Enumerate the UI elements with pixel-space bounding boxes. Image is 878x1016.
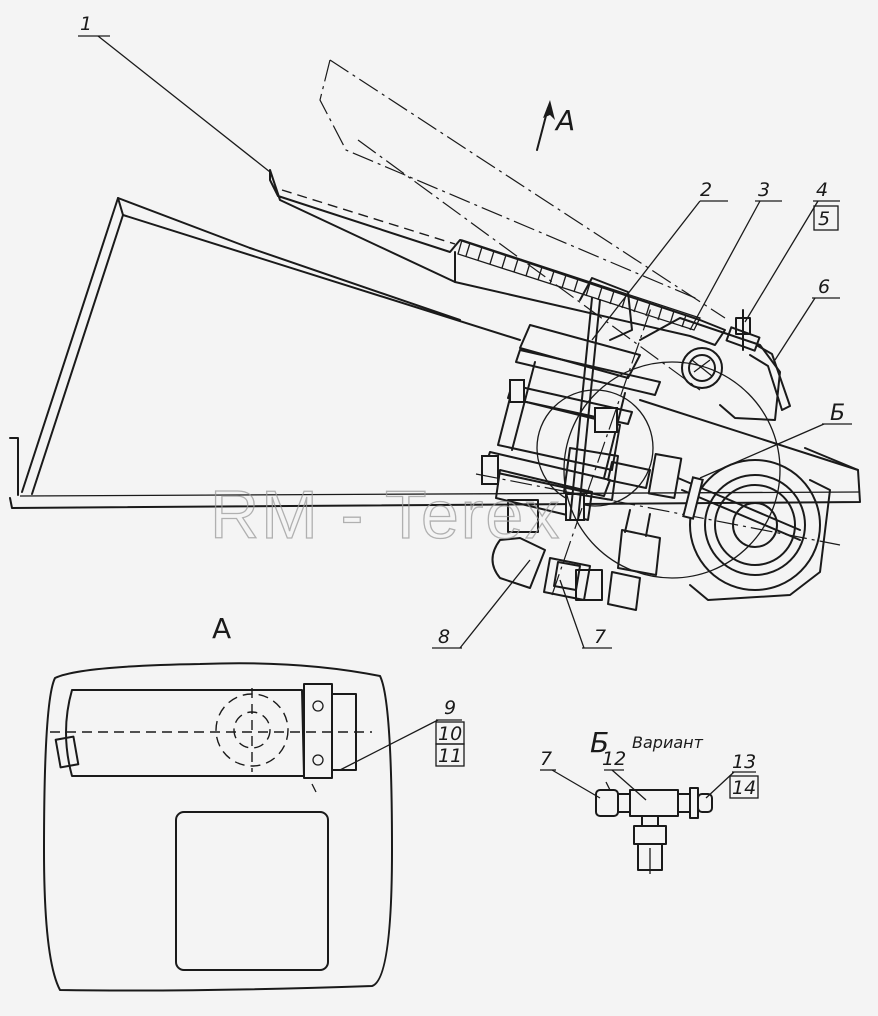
main-assembly-view: A 1 2 3 4 5 6 Б bbox=[9, 13, 861, 649]
callout-7: 7 bbox=[594, 626, 606, 648]
view-a-arrow-label: A bbox=[554, 104, 575, 137]
brake-pedal bbox=[269, 169, 726, 346]
callout-14-box: 14 bbox=[729, 775, 759, 799]
variant-label: Вариант bbox=[632, 733, 704, 752]
pedal-hinge-bracket bbox=[639, 309, 781, 421]
callout-8: 8 bbox=[438, 626, 450, 648]
callout-11-box: 11 bbox=[435, 743, 465, 767]
pedal-stop bbox=[749, 345, 791, 411]
view-b-variant: Б Вариант bbox=[540, 726, 756, 874]
view-a: A bbox=[43, 612, 462, 992]
watermark: RM - Terex bbox=[210, 477, 561, 553]
view-b-title: Б bbox=[590, 726, 609, 759]
callout-2: 2 bbox=[700, 179, 712, 201]
callout-11: 11 bbox=[438, 745, 462, 767]
callout-5-box: 5 bbox=[813, 205, 839, 231]
view-b-marker: Б bbox=[830, 401, 845, 426]
view-a-arrow: A bbox=[536, 100, 575, 151]
view-a-title: A bbox=[212, 612, 231, 645]
outlet-fittings bbox=[563, 447, 801, 611]
cab-floor-frame bbox=[9, 197, 861, 509]
callout-4: 4 bbox=[816, 179, 828, 201]
wheel-assembly bbox=[563, 361, 831, 601]
callout-7-variant: 7 bbox=[540, 748, 552, 770]
callout-10: 10 bbox=[438, 723, 462, 745]
callout-6: 6 bbox=[818, 276, 830, 298]
callout-14: 14 bbox=[732, 777, 756, 799]
callout-12: 12 bbox=[602, 748, 626, 770]
callout-1: 1 bbox=[80, 13, 92, 35]
callout-3: 3 bbox=[758, 179, 770, 201]
callout-9: 9 bbox=[444, 697, 456, 719]
callout-13: 13 bbox=[732, 751, 756, 773]
lower-fittings bbox=[491, 499, 603, 601]
callout-5: 5 bbox=[818, 208, 830, 230]
pedal-hatched-section bbox=[457, 239, 701, 331]
leader-lines bbox=[78, 35, 852, 649]
brake-valve-body bbox=[481, 297, 661, 521]
callout-10-box: 10 bbox=[435, 721, 465, 745]
